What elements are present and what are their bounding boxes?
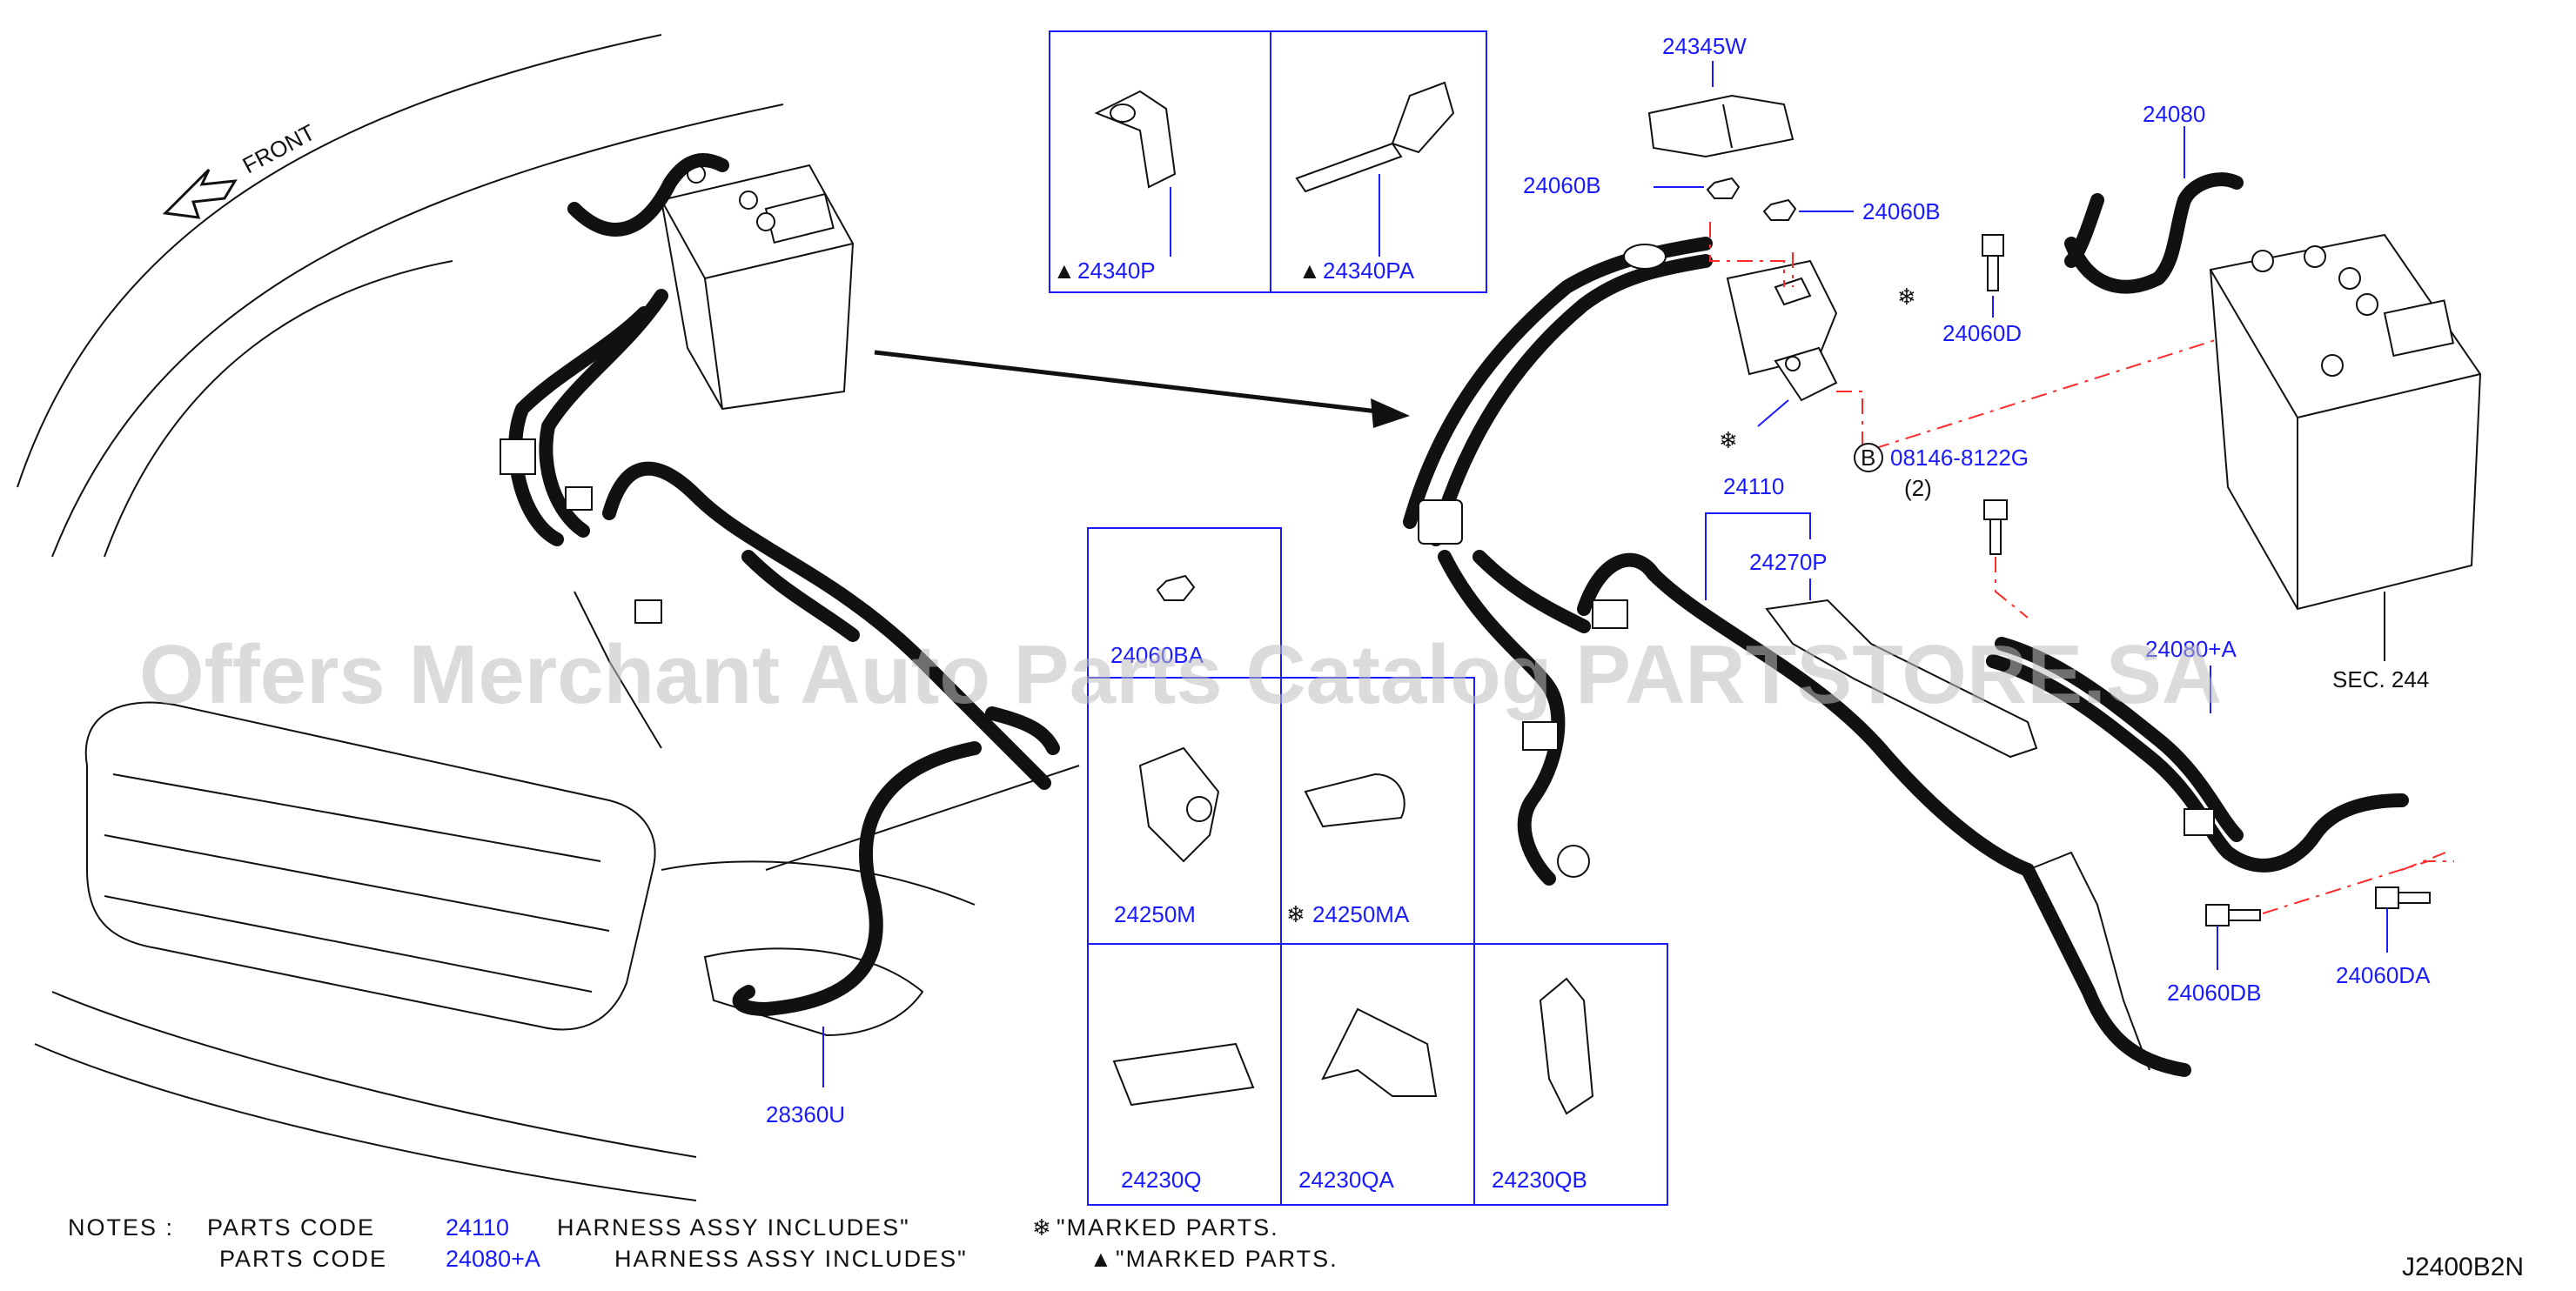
label-24345W: 24345W — [1662, 33, 1747, 59]
svg-text:▲: ▲ — [1090, 1246, 1112, 1272]
label-24230QA: 24230QA — [1298, 1167, 1395, 1193]
parts-grid: 24060BA 24250M ❄ 24250MA 24230Q 24230QA … — [1087, 527, 1668, 1206]
left-battery — [660, 164, 855, 411]
bolt-08146: B 08146-8122G (2) — [1854, 443, 2029, 619]
label-24060BA: 24060BA — [1110, 642, 1204, 668]
label-24340P: 24340P — [1077, 258, 1156, 284]
label-24110: 24110 — [1723, 473, 1784, 499]
notes-line2-mark: "MARKED PARTS. — [1116, 1246, 1338, 1272]
label-24060DB: 24060DB — [2167, 980, 2261, 1006]
label-qty-2: (2) — [1904, 475, 1932, 501]
harness-brackets: 24110 24270P 24080+A SEC. 244 — [1705, 473, 2429, 759]
detail-arrow — [874, 350, 1410, 428]
label-sec-244: SEC. 244 — [2332, 666, 2429, 692]
label-24250M: 24250M — [1114, 901, 1196, 927]
front-direction-arrow: FRONT — [162, 119, 319, 219]
svg-text:❄: ❄ — [1032, 1214, 1051, 1241]
label-24060DA: 24060DA — [2336, 962, 2431, 988]
cable-24080: 24080 — [2064, 101, 2244, 294]
watermark: Offers Merchant Auto Parts Catalog PARTS… — [139, 628, 2222, 721]
bolt-24060D: 24060D — [1942, 234, 2022, 346]
notes-line1-code: 24110 — [446, 1214, 509, 1241]
notes-title: NOTES : — [68, 1214, 174, 1241]
svg-text:▲: ▲ — [1053, 258, 1076, 284]
diagram-code: J2400B2N — [2402, 1253, 2524, 1281]
notes-line1-text: HARNESS ASSY INCLUDES" — [557, 1214, 910, 1241]
terminal-cover-24345W: 24345W — [1647, 33, 1794, 158]
fusible-link-block: ❄ ❄ — [1709, 222, 2351, 454]
notes-line1-prefix: PARTS CODE — [207, 1214, 375, 1241]
notes-line2-text: HARNESS ASSY INCLUDES" — [614, 1246, 968, 1272]
label-24340PA: 24340PA — [1323, 258, 1415, 284]
right-harness — [1403, 237, 2409, 1077]
b-marker: B — [1861, 445, 1875, 471]
bolts-24060DB-DA: 24060DB 24060DA — [2167, 852, 2454, 1006]
vehicle-outline — [17, 34, 1080, 1201]
svg-text:❄: ❄ — [1897, 284, 1916, 310]
label-24080: 24080 — [2143, 101, 2205, 127]
label-24230QB: 24230QB — [1492, 1167, 1587, 1193]
notes-section: NOTES : PARTS CODE 24110 HARNESS ASSY IN… — [68, 1214, 1338, 1272]
notes-line2-prefix: PARTS CODE — [219, 1246, 387, 1272]
nuts-24060B: 24060B 24060B — [1523, 172, 1941, 224]
bracket-box-24340: 24340P ▲ 24340PA ▲ — [1049, 30, 1487, 293]
left-harness — [500, 153, 1060, 1016]
label-08146-8122G: 08146-8122G — [1890, 445, 2029, 471]
right-battery — [2209, 233, 2482, 611]
label-24060B-left: 24060B — [1523, 172, 1601, 198]
svg-text:▲: ▲ — [1298, 258, 1321, 284]
notes-line1-mark: "MARKED PARTS. — [1057, 1214, 1279, 1241]
label-24080A: 24080+A — [2145, 636, 2237, 662]
label-24270P: 24270P — [1749, 549, 1828, 575]
notes-line2-code: 24080+A — [446, 1246, 540, 1272]
label-24230Q: 24230Q — [1121, 1167, 1202, 1193]
label-24060D: 24060D — [1942, 320, 2022, 346]
label-24060B-right: 24060B — [1862, 198, 1941, 224]
svg-text:❄: ❄ — [1719, 427, 1738, 453]
label-28360U: 28360U — [766, 1027, 845, 1127]
svg-text:❄: ❄ — [1286, 901, 1305, 927]
label-24250MA: 24250MA — [1312, 901, 1410, 927]
svg-text:28360U: 28360U — [766, 1101, 845, 1127]
